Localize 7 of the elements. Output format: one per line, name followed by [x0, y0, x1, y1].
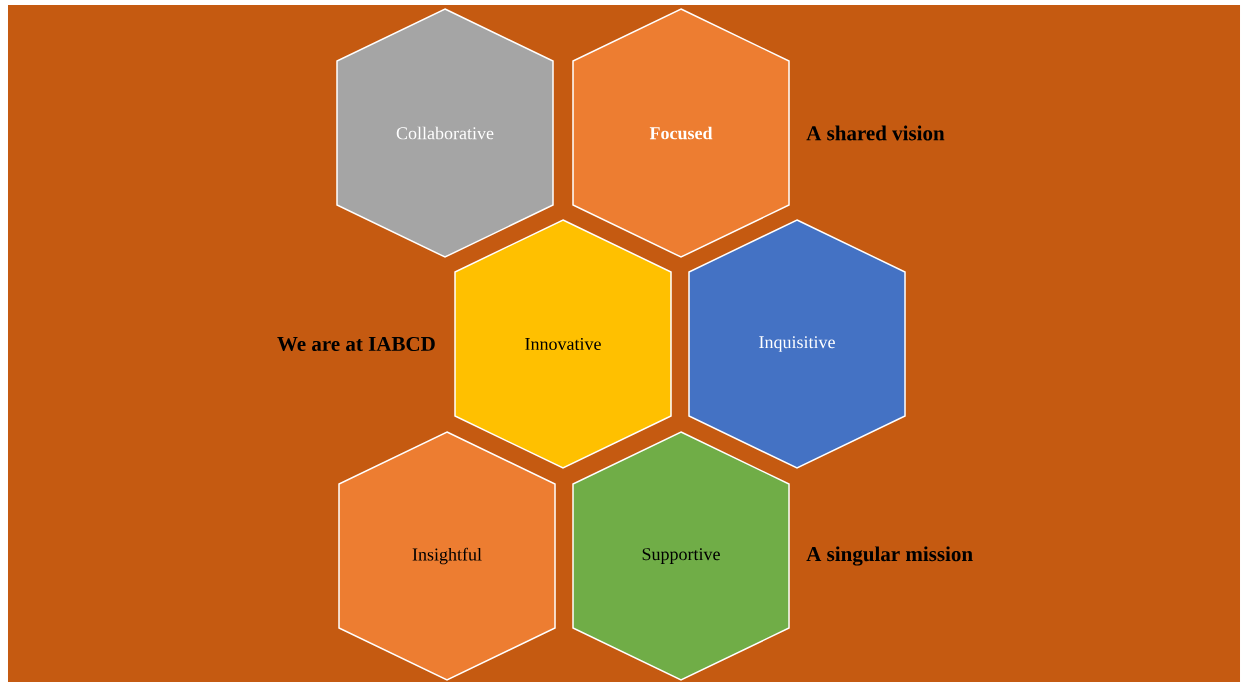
hexagon: Insightful: [338, 431, 556, 681]
heading-text: We are at IABCD: [277, 336, 435, 352]
hexagon: Collaborative: [336, 8, 554, 258]
hexagon: Inquisitive: [688, 219, 906, 469]
hexagon: Focused: [572, 8, 790, 258]
hexagon: Supportive: [572, 431, 790, 681]
hexagon: Innovative: [454, 219, 672, 469]
